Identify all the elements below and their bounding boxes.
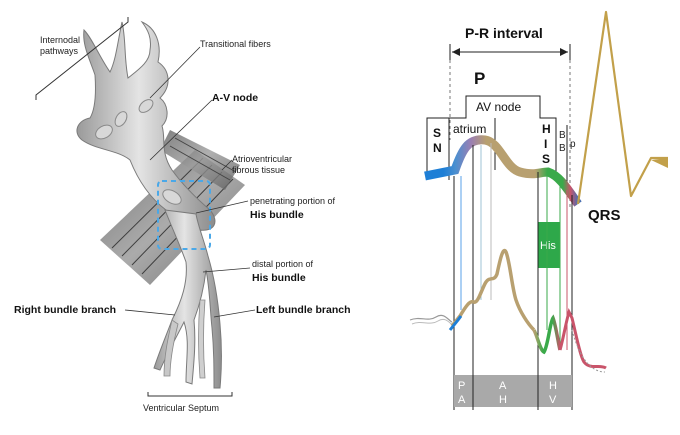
internodal-label-1: Internodal [40,35,80,45]
atrium-label: atrium [453,122,486,136]
his-box [538,222,560,268]
conduction-wave [424,135,582,207]
right-bundle-branch-label: Right bundle branch [14,304,116,316]
penetrating-label-1: penetrating portion of [250,196,336,206]
pr-arrow-left-head [452,48,460,56]
hv-top-label: H [549,380,557,392]
his-box-label: His [540,240,556,252]
left-bundle-branch-label: Left bundle branch [256,304,351,316]
his-s-label: S [542,152,550,166]
sn-s-label: S [433,126,441,140]
av-node-box-label: AV node [476,100,521,114]
his-i-label: I [544,137,547,151]
baseline-noise [409,314,453,323]
his-bundle-and-branches [153,209,222,389]
internodal-label-2: pathways [40,46,79,56]
ecg-trace [576,10,668,205]
pa-bottom-label: A [458,394,466,406]
av-fibrous-label-1: Atrioventricular [232,154,292,164]
hbe-trace-tail [571,329,606,373]
hv-bottom-label: V [549,394,557,406]
hbe-trace-h [532,314,562,355]
leader-lines [124,46,256,318]
p-small-label: p [570,139,576,150]
interval-separators [472,375,539,407]
step-boxes [426,95,568,185]
transitional-fibers-label: Transitional fibers [200,39,271,49]
internodal-brace [35,17,129,100]
ah-bottom-label: H [499,394,507,406]
bb-2-label: B [559,143,566,154]
hbe-trace-a [450,248,536,332]
anatomy-drawing: Internodal pathways Transitional fibers … [14,17,351,413]
av-node-label: A-V node [212,92,258,104]
timing-diagram: P-R interval P AV node S N atrium H I S … [409,10,668,410]
distal-label-2: His bundle [252,272,306,284]
pr-arrow-right-head [560,48,568,56]
pa-top-label: P [458,380,465,392]
vertical-guides [453,143,573,410]
bb-1-label: B [559,130,566,141]
sn-n-label: N [433,141,442,155]
baseline-noise-2 [411,318,455,327]
hbe-trace-start [448,315,463,331]
pr-interval-label: P-R interval [465,25,543,41]
distal-label-1: distal portion of [252,259,314,269]
qrs-label: QRS [588,207,621,224]
penetrating-label-2: His bundle [250,209,304,221]
p-wave-label: P [474,69,485,88]
ventricular-septum-label: Ventricular Septum [143,403,219,413]
t-wave [651,158,668,168]
penetrating-highlight-box [157,180,211,250]
his-h-label: H [542,122,551,136]
septum-brace [147,392,233,397]
interval-bar [454,375,572,407]
av-fibrous-label-2: fibrous tissue [232,165,285,175]
av-node-body [76,20,216,231]
ah-top-label: A [499,380,507,392]
hbe-trace-v [558,307,607,370]
